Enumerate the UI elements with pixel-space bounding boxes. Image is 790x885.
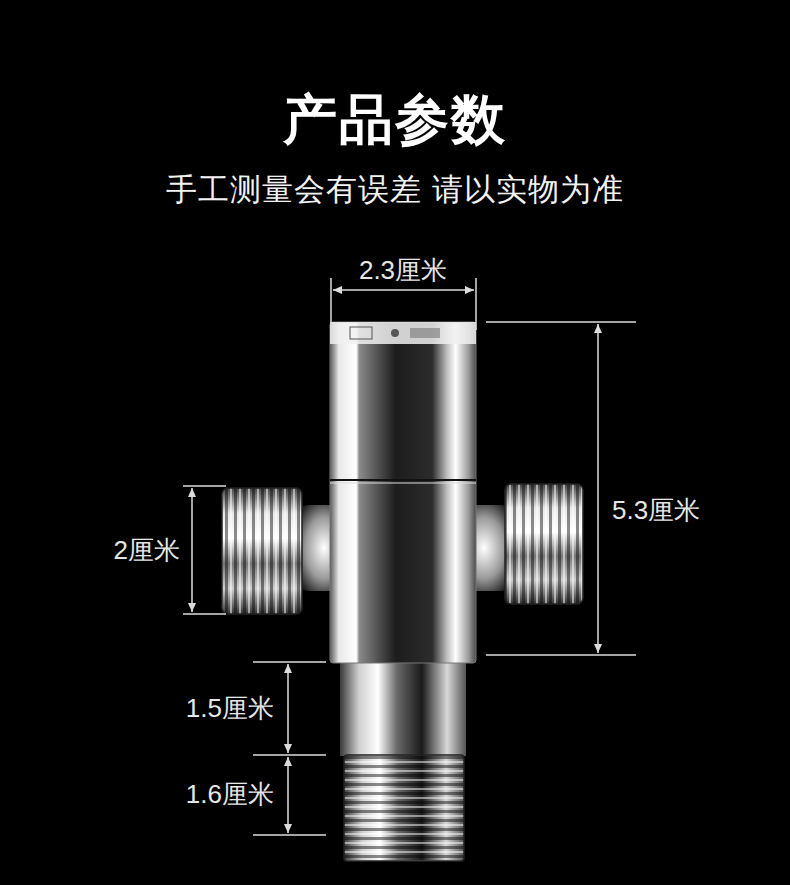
dimension-label: 2厘米 — [114, 536, 180, 566]
dimension-label: 5.3厘米 — [612, 496, 700, 526]
dimension-label: 1.6厘米 — [186, 780, 274, 810]
dimension-label: 2.3厘米 — [359, 256, 447, 286]
dimension-label: 1.5厘米 — [186, 694, 274, 724]
subtitle-note: 手工测量会有误差 请以实物为准 — [166, 172, 624, 208]
page-title: 产品参数 — [283, 88, 507, 150]
